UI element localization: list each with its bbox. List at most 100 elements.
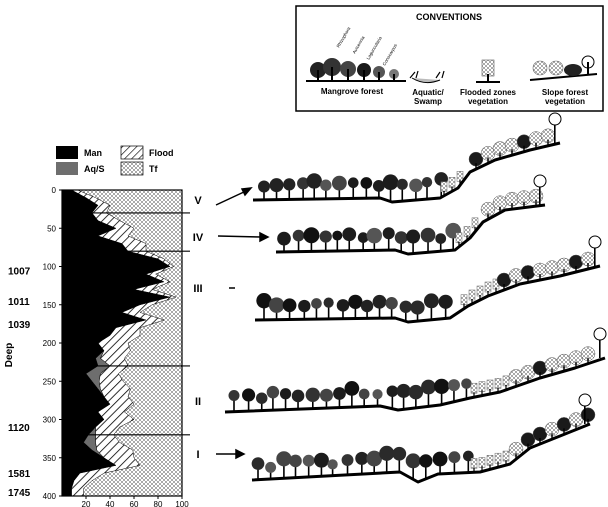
tree-trunk: [275, 190, 278, 200]
profile-iv: [275, 174, 547, 256]
tree-trunk: [551, 271, 553, 278]
flooded-vegetation-icon: [440, 181, 448, 193]
tree-trunk: [511, 149, 513, 156]
tree-trunk: [458, 241, 460, 247]
zone-label: I: [196, 449, 199, 461]
y-tick-label: 200: [43, 339, 57, 348]
mangrove-tree-icon: [408, 384, 424, 400]
tree-trunk: [257, 467, 259, 480]
flooded-vegetation-icon: [484, 281, 492, 293]
flooded-vegetation-icon: [470, 458, 478, 469]
legend-swatch-man: [56, 146, 78, 159]
tree-trunk: [390, 307, 393, 319]
x-tick-label: 80: [154, 500, 163, 507]
legend-swatch-aqs: [56, 162, 78, 175]
mangrove-tree-icon: [366, 227, 383, 244]
date-label: 1581: [8, 469, 31, 480]
mangrove-forest-icon: [306, 58, 406, 82]
flooded-vegetation-icon: [494, 452, 502, 464]
legend-label-flood: Flood: [149, 148, 174, 158]
conventions-title: CONVENTIONS: [416, 12, 482, 22]
tree-trunk: [294, 465, 297, 478]
zone-boundaries: [62, 212, 190, 436]
mangrove-tree-icon: [291, 389, 305, 403]
mangrove-tree-icon: [435, 233, 447, 244]
tree-trunk: [515, 453, 517, 460]
flooded-vegetation-icon: [456, 171, 464, 182]
tree-trunk: [515, 279, 517, 286]
tree-trunk: [444, 306, 447, 319]
tree-trunk: [523, 201, 525, 208]
tree-trunk: [313, 186, 316, 200]
y-tick-label: 250: [43, 377, 57, 386]
legend-label-mangrove: Mangrove forest: [321, 87, 384, 96]
flooded-vegetation-icon: [486, 455, 494, 466]
tree-trunk: [325, 399, 328, 409]
tree-trunk: [587, 357, 589, 364]
tree-trunk: [487, 157, 489, 164]
date-label: 1007: [8, 266, 31, 277]
tree-trunk: [443, 190, 445, 196]
tree-trunk: [427, 392, 430, 407]
tree-trunk: [297, 239, 300, 252]
flooded-vegetation-icon: [463, 226, 471, 237]
tree-trunk: [348, 239, 351, 251]
mangrove-tree-icon: [268, 297, 285, 313]
tree-trunk: [412, 241, 414, 254]
tree-trunk: [373, 241, 376, 251]
flooded-vegetation-icon: [494, 378, 502, 389]
mangrove-tree-icon: [277, 231, 291, 246]
flooded-vegetation-icon: [502, 375, 510, 387]
mangrove-tree-icon: [303, 227, 320, 244]
tree-trunk: [563, 428, 565, 435]
mangrove-tree-icon: [331, 175, 347, 191]
mangrove-tree-icon: [420, 227, 436, 243]
tree-trunk: [415, 397, 417, 408]
mangrove-tree-icon: [357, 232, 369, 243]
mangrove-tree-icon: [382, 227, 395, 240]
mangrove-tree-icon: [283, 178, 296, 191]
zone-label: II: [195, 396, 201, 408]
chart-legend: Man Aq/S Flood Tf: [56, 145, 174, 176]
date-label: 1745: [8, 488, 31, 499]
ground-line: [275, 203, 546, 256]
mangrove-tree-icon: [282, 298, 297, 313]
tree-trunk: [275, 310, 278, 320]
tree-trunk: [247, 399, 250, 412]
mangrove-tree-icon: [438, 294, 453, 309]
tree-trunk: [563, 269, 565, 275]
tree-trunk: [297, 400, 299, 410]
mangrove-tree-icon: [323, 297, 334, 308]
flooded-vegetation-icon: [455, 232, 463, 244]
y-tick-label: 50: [47, 224, 56, 233]
mangrove-tree-icon: [306, 173, 322, 189]
ground-line: [252, 141, 561, 204]
tree-trunk: [515, 380, 517, 387]
tree-trunk: [352, 186, 355, 199]
tree-trunk: [539, 183, 541, 205]
profile-i: [251, 393, 596, 484]
tree-trunk: [473, 392, 475, 398]
tree-trunk: [426, 185, 428, 200]
tree-trunk: [584, 402, 586, 424]
mangrove-tree-icon: [358, 388, 370, 400]
tree-trunk: [260, 401, 263, 411]
flooded-vegetation-icon: [448, 177, 456, 188]
zone-arrows: [215, 187, 270, 460]
x-tick-label: 100: [175, 500, 189, 507]
mangrove-tree-icon: [396, 383, 411, 398]
tree-trunk: [400, 242, 402, 252]
tree-trunk: [311, 399, 314, 409]
mangrove-tree-icon: [372, 179, 385, 192]
flooded-vegetation-icon: [478, 457, 486, 468]
tree-trunk: [563, 365, 565, 372]
tree-trunk: [427, 240, 429, 253]
tree-trunk: [551, 433, 553, 440]
mangrove-tree-icon: [256, 392, 268, 404]
mangrove-tree-icon: [311, 298, 322, 309]
tree-trunk: [346, 463, 349, 475]
tree-trunk: [587, 418, 589, 425]
tree-trunk: [594, 244, 596, 266]
tree-trunk: [535, 142, 537, 149]
